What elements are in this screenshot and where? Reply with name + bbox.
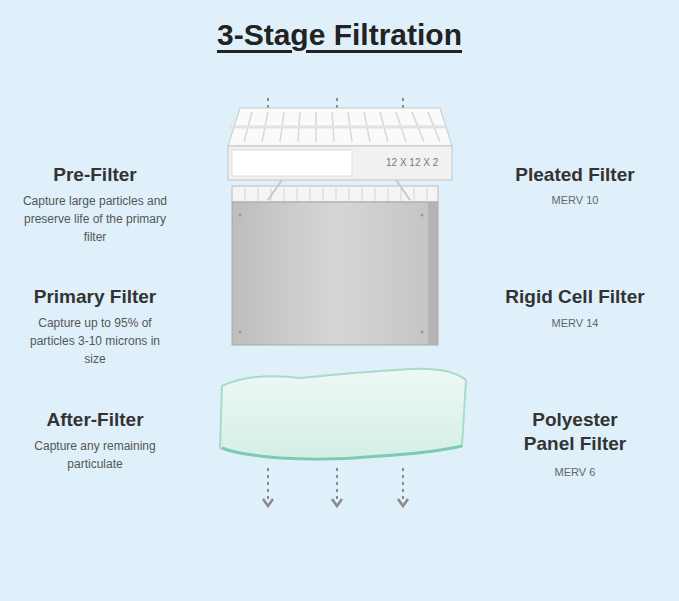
rigid-cell-filter <box>232 186 438 345</box>
flow-arrow-bottom <box>263 468 408 506</box>
pleated-filter <box>228 108 452 200</box>
filter-type: Polyester Panel Filter <box>505 408 645 456</box>
filter-type: Pleated Filter <box>480 163 670 187</box>
polyester-panel <box>220 369 466 459</box>
merv-rating: MERV 14 <box>480 316 670 330</box>
stage-name: Primary Filter <box>10 285 180 309</box>
filter-type: Rigid Cell Filter <box>480 285 670 309</box>
merv-rating: MERV 10 <box>480 193 670 207</box>
stage-description: Capture large particles and preserve lif… <box>15 192 175 246</box>
diagram-title: 3-Stage Filtration <box>0 18 679 52</box>
merv-rating: MERV 6 <box>480 465 670 479</box>
stage-description: Capture any remaining particulate <box>20 437 170 473</box>
stage-description: Capture up to 95% of particles 3-10 micr… <box>20 314 170 368</box>
stage-name: After-Filter <box>10 408 180 432</box>
stage-name: Pre-Filter <box>10 163 180 187</box>
size-stamp: 12 X 12 X 2 <box>384 157 440 169</box>
